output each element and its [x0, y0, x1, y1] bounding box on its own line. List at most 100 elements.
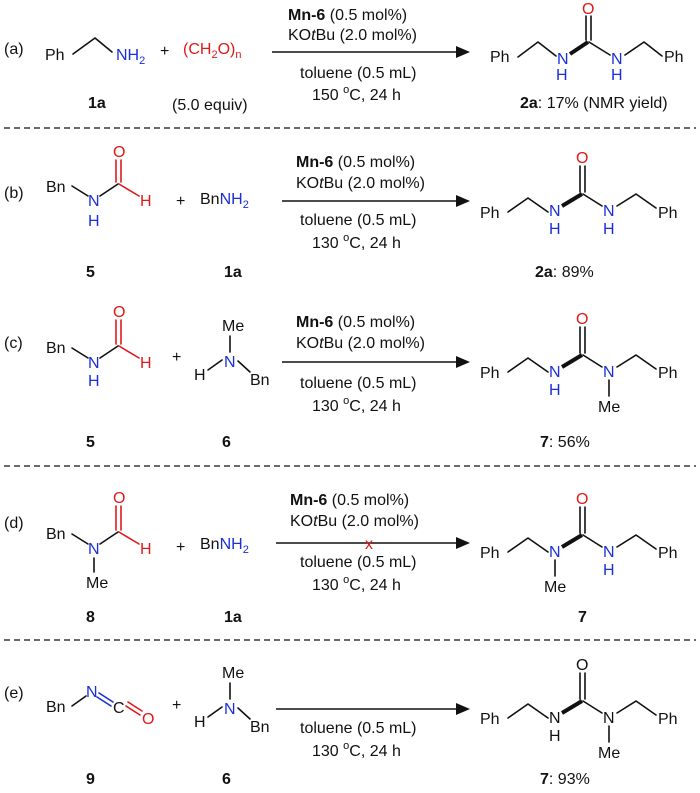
bond — [237, 360, 251, 373]
o-atom: O — [576, 150, 588, 167]
n-atom: N — [88, 355, 100, 372]
bn-text: Bn — [46, 179, 66, 196]
bond — [582, 354, 603, 368]
ph-right: Ph — [664, 49, 684, 66]
n-atom: N — [88, 541, 100, 558]
catalyst-line: Mn-6 (0.5 mol%) — [288, 7, 407, 24]
bond — [588, 41, 611, 56]
temp-line: 130 oC, 24 h — [312, 232, 401, 252]
compound-id-1a: 1a — [88, 95, 106, 112]
h-left: H — [549, 382, 561, 399]
h-aldehyde: H — [140, 355, 152, 372]
compound-id-1a: 1a — [224, 609, 242, 626]
bond — [517, 41, 557, 58]
h-label: H — [194, 367, 206, 384]
plus-sign: + — [172, 697, 181, 714]
n-right: N — [603, 544, 615, 561]
compound-id-6: 6 — [222, 771, 231, 788]
bond — [98, 692, 114, 703]
compound-id-1a: 1a — [224, 264, 242, 281]
bn-label: Bn — [250, 372, 270, 389]
ph-left: Ph — [480, 205, 500, 222]
o-atom: O — [142, 711, 154, 728]
bond — [507, 197, 549, 213]
product-yield: 2a: 89% — [535, 264, 594, 281]
base-line: KOtBu (2.0 mol%) — [290, 513, 419, 530]
ph-right: Ph — [658, 545, 678, 562]
amine-nh2: NH2 — [116, 47, 145, 67]
ph-right: Ph — [658, 365, 678, 382]
temp-line: 130 oC, 24 h — [312, 740, 401, 760]
bond — [582, 534, 603, 548]
plus-sign: + — [172, 349, 181, 366]
arrow-head — [456, 46, 470, 58]
benzylamine: BnNH2 — [200, 536, 249, 556]
bond — [96, 696, 112, 707]
panel-label-e: (e) — [4, 685, 24, 702]
ph-left: Ph — [480, 545, 500, 562]
product-yield: 7: 56% — [540, 434, 590, 451]
n-atom: N — [224, 701, 236, 718]
me-label: Me — [86, 575, 108, 592]
solvent-line: toluene (0.5 mL) — [300, 65, 417, 82]
bond — [616, 193, 657, 209]
me-label: Me — [598, 399, 620, 416]
compound-id-6: 6 — [222, 434, 231, 451]
arrow-head — [456, 537, 470, 549]
bond — [582, 700, 603, 714]
plus-sign: + — [160, 43, 169, 60]
panel-c: (c) Bn N H O H 5 + Me H N Bn 6 Mn-6 (0.5… — [4, 304, 678, 451]
bn-text: Bn — [46, 699, 66, 716]
h-left: H — [556, 67, 568, 84]
o-atom: O — [113, 144, 125, 161]
catalyst-line: Mn-6 (0.5 mol%) — [296, 314, 415, 331]
ph-text: Ph — [45, 47, 65, 64]
bond — [624, 41, 663, 57]
compound-id-9: 9 — [86, 771, 95, 788]
panel-b: (b) Bn N H O H 5 + BnNH2 1a Mn-6 (0.5 mo… — [4, 144, 678, 281]
temp-line: 130 oC, 24 h — [312, 574, 401, 594]
plus-sign: + — [176, 539, 185, 556]
bond — [582, 193, 603, 207]
bond — [237, 707, 251, 720]
benzylamine: BnNH2 — [200, 191, 249, 211]
base-line: KOtBu (2.0 mol%) — [296, 335, 425, 352]
bond — [127, 701, 143, 712]
compound-id-5: 5 — [86, 434, 95, 451]
o-atom: O — [576, 657, 588, 674]
bond — [616, 354, 657, 370]
panel-d: (d) Bn N Me O H 8 + BnNH2 1a Mn-6 (0.5 m… — [4, 490, 678, 626]
n-right: N — [603, 364, 615, 381]
panel-label-c: (c) — [4, 335, 23, 352]
me-label: Me — [222, 665, 244, 682]
arrow-head — [456, 703, 470, 715]
ph-left: Ph — [480, 365, 500, 382]
bond — [207, 359, 223, 371]
solvent-line: toluene (0.5 mL) — [300, 375, 417, 392]
base-line: KOtBu (2.0 mol%) — [296, 175, 425, 192]
h-aldehyde: H — [140, 193, 152, 210]
compound-id-8: 8 — [86, 609, 95, 626]
me-label: Me — [598, 745, 620, 762]
h-right: H — [603, 221, 615, 238]
bond — [99, 183, 119, 197]
panel-label-b: (b) — [4, 185, 24, 202]
o-atom: O — [113, 490, 125, 507]
panel-label-d: (d) — [4, 515, 24, 532]
solvent-line: toluene (0.5 mL) — [300, 720, 417, 737]
h-left: H — [549, 221, 561, 238]
bond — [99, 531, 119, 545]
solvent-line: toluene (0.5 mL) — [300, 212, 417, 229]
bond — [507, 537, 549, 553]
ph-right: Ph — [658, 711, 678, 728]
n-left: N — [557, 51, 569, 68]
n-left: N — [549, 364, 561, 381]
catalyst-line: Mn-6 (0.5 mol%) — [296, 154, 415, 171]
bond — [71, 533, 89, 545]
n-atom: N — [224, 354, 236, 371]
temp-line: 150 oC, 24 h — [312, 84, 401, 104]
bn-text: Bn — [46, 340, 66, 357]
n-left: N — [549, 710, 561, 727]
arrow-head — [456, 356, 470, 368]
